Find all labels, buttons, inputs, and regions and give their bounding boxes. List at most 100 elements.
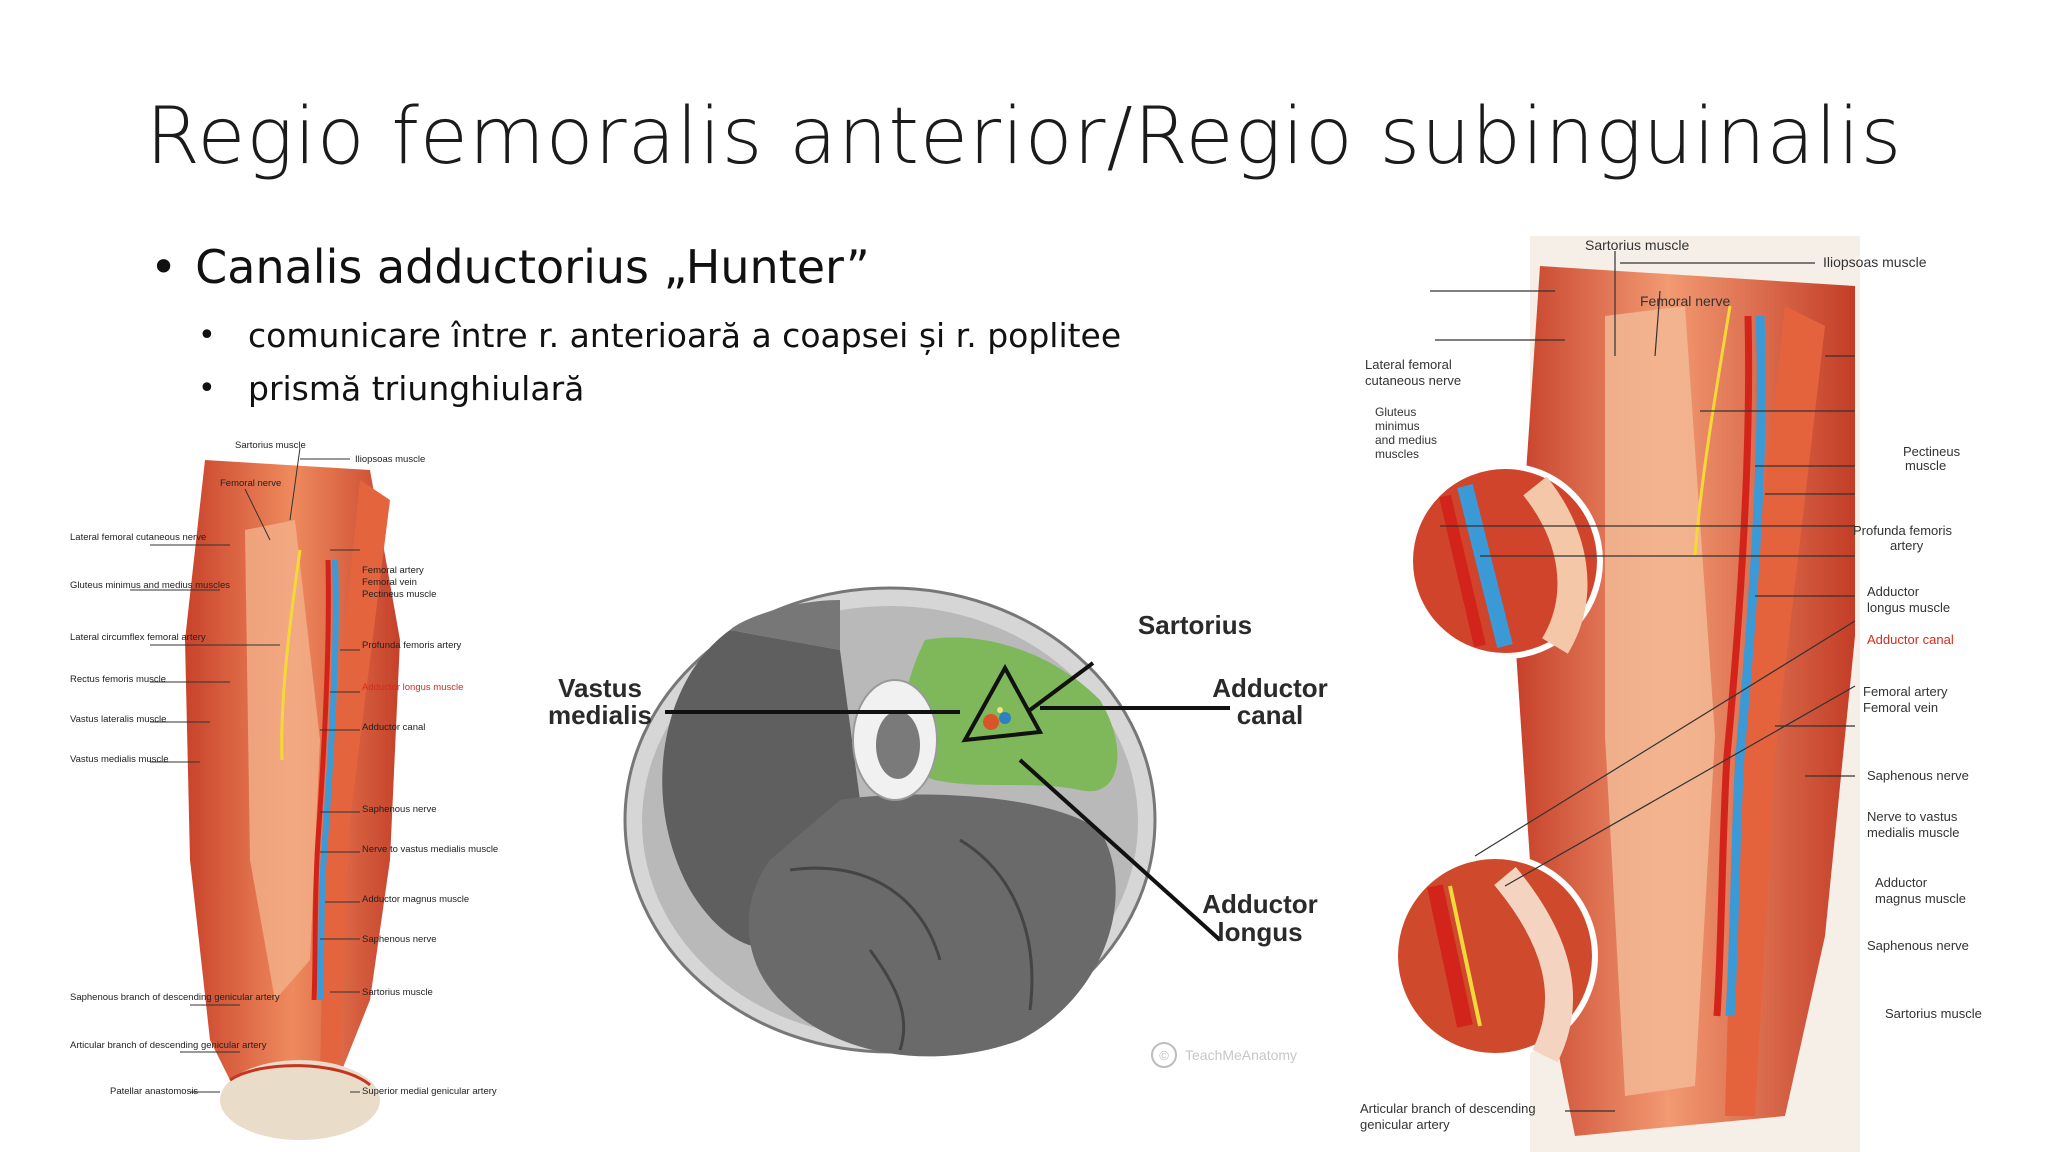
label-vastus-1: Vastus — [558, 673, 642, 703]
rectus-femoris-muscle — [245, 520, 320, 1000]
label-articular-2: genicular artery — [1360, 1117, 1450, 1132]
quadriceps-region — [730, 600, 840, 650]
label-nerve-vastus-2: medialis muscle — [1867, 825, 1959, 840]
label-saph-branch: Saphenous branch of descending genicular… — [70, 992, 280, 1003]
muscle-septa — [789, 838, 1034, 1051]
femoral-vein-line — [317, 559, 339, 1001]
sub-bullet: • comunicare între r. anterioară a coaps… — [198, 316, 1121, 355]
label-add-magnus-1: Adductor — [1875, 875, 1928, 890]
label-lat-fem-cut-2: cutaneous nerve — [1365, 373, 1461, 388]
bullet-dot: • — [150, 240, 178, 294]
sartorius-strap — [320, 480, 390, 1080]
label-vastus-lat: Vastus lateralis muscle — [70, 714, 166, 725]
label-rectus: Rectus femoris muscle — [70, 674, 166, 685]
label-sartorius-2: Sartorius muscle — [1885, 1006, 1982, 1021]
label-profunda: Profunda femoris artery — [362, 640, 462, 651]
adductor-canal-triangle — [961, 663, 1044, 743]
rectus-femoris-muscle — [1605, 306, 1715, 1096]
center-leader-lines — [665, 661, 1230, 942]
label-nerve-vastus: Nerve to vastus medialis muscle — [362, 844, 498, 855]
label-longus-1: Adductor — [1202, 889, 1318, 919]
label-profunda-2: artery — [1890, 538, 1924, 553]
label-femoral-vein: Femoral vein — [362, 577, 417, 588]
left-leader-lines — [130, 447, 360, 1093]
knee-joint — [220, 1060, 380, 1140]
label-canal-1: Adductor — [1212, 673, 1328, 703]
label-iliopsoas: Iliopsoas muscle — [355, 454, 425, 465]
label-add-canal: Adductor canal — [1867, 632, 1954, 647]
label-femoral-artery: Femoral artery — [362, 565, 424, 576]
label-add-canal: Adductor canal — [362, 722, 425, 733]
label-gluteus-2: minimus — [1375, 419, 1420, 433]
label-lat-circ: Lateral circumflex femoral artery — [70, 632, 206, 643]
label-articular: Articular branch of descending genicular… — [70, 1040, 267, 1051]
label-lat-fem-cut: Lateral femoral cutaneous nerve — [70, 532, 206, 543]
bullet-list: • Canalis adductorius „Hunter” • comunic… — [150, 240, 1121, 408]
label-add-magnus: Adductor magnus muscle — [362, 894, 469, 905]
femoral-artery-line — [1713, 315, 1753, 1017]
label-longus-2: longus — [1217, 917, 1302, 947]
label-sup-medial: Superior medial genicular artery — [362, 1086, 497, 1097]
bullet-main: • Canalis adductorius „Hunter” — [150, 240, 1121, 294]
canal-vein — [999, 712, 1011, 724]
label-sartorius: Sartorius — [1138, 610, 1252, 640]
knee-vessels — [229, 1064, 371, 1087]
canal-nerve — [997, 707, 1003, 713]
label-saphenous-nerve-2: Saphenous nerve — [1867, 938, 1969, 953]
magnified-vein — [1457, 484, 1513, 648]
thigh-cross-section: Sartorius Vastus medialis Adductor canal… — [548, 586, 1328, 1068]
label-sartorius: Sartorius muscle — [235, 440, 306, 451]
label-vastus-med: Vastus medialis muscle — [70, 754, 169, 765]
label-profunda-1: Profunda femoris — [1853, 523, 1952, 538]
label-articular-1: Articular branch of descending — [1360, 1101, 1536, 1116]
label-femoral-vein: Femoral vein — [1863, 700, 1938, 715]
vastus-medialis-highlight — [903, 637, 1118, 792]
bullet-main-text: Canalis adductorius „Hunter” — [195, 240, 870, 294]
label-saphenous-nerve: Saphenous nerve — [1867, 768, 1969, 783]
femoral-nerve-line — [280, 549, 302, 761]
label-femoral-artery: Femoral artery — [1863, 684, 1948, 699]
bullet-dot: • — [198, 318, 216, 353]
label-gluteus-1: Gluteus — [1375, 405, 1416, 419]
label-saphenous-nerve: Saphenous nerve — [362, 804, 436, 815]
right-thigh-illustration: Sartorius muscle Iliopsoas muscle Femora… — [1360, 236, 1982, 1152]
left-thigh-illustration: Sartorius muscle Iliopsoas muscle Femora… — [70, 440, 498, 1140]
femoral-nerve-line — [1693, 305, 1732, 557]
label-add-longus: Adductor longus muscle — [362, 682, 463, 693]
right-leader-lines — [1430, 251, 1856, 1112]
bullet-dot: • — [198, 371, 216, 406]
label-vastus-2: medialis — [548, 700, 652, 730]
label-lat-fem-cut-1: Lateral femoral — [1365, 357, 1452, 372]
sub-bullet: • prismă triunghiulară — [198, 369, 1121, 408]
label-pectineus-1: Pectineus — [1903, 444, 1961, 459]
label-sartorius: Sartorius muscle — [1585, 237, 1689, 253]
femoral-vein-line — [1725, 315, 1766, 1017]
watermark-text: TeachMeAnatomy — [1185, 1047, 1297, 1063]
label-pectineus: Pectineus muscle — [362, 589, 436, 600]
label-add-longus-2: longus muscle — [1867, 600, 1950, 615]
slide-title: Regio femoralis anterior/Regio subinguin… — [145, 92, 1903, 182]
label-nerve-vastus-1: Nerve to vastus — [1867, 809, 1958, 824]
femoral-artery-line — [311, 559, 331, 1001]
label-canal-2: canal — [1237, 700, 1304, 730]
sartorius-strap — [1725, 306, 1825, 1116]
label-saphenous-nerve-2: Saphenous nerve — [362, 934, 436, 945]
label-add-magnus-2: magnus muscle — [1875, 891, 1966, 906]
svg-text:©: © — [1159, 1048, 1169, 1063]
label-femoral-nerve: Femoral nerve — [220, 478, 281, 489]
label-gluteus-4: muscles — [1375, 447, 1419, 461]
label-iliopsoas: Iliopsoas muscle — [1823, 254, 1927, 270]
femur-marrow — [876, 711, 920, 779]
sub-bullet-text: prismă triunghiulară — [248, 369, 585, 408]
label-sartorius-2: Sartorius muscle — [362, 987, 433, 998]
label-add-longus-1: Adductor — [1867, 584, 1920, 599]
label-patellar: Patellar anastomosis — [110, 1086, 198, 1097]
sub-bullet-text: comunicare între r. anterioară a coapsei… — [248, 316, 1122, 355]
magnified-artery-lower — [1427, 884, 1473, 1028]
magnified-artery — [1439, 494, 1486, 648]
label-gluteus: Gluteus minimus and medius muscles — [70, 580, 230, 591]
label-gluteus-3: and medius — [1375, 433, 1437, 447]
label-femoral-nerve: Femoral nerve — [1640, 293, 1730, 309]
canal-artery — [983, 714, 999, 730]
label-pectineus-2: muscle — [1905, 458, 1946, 473]
